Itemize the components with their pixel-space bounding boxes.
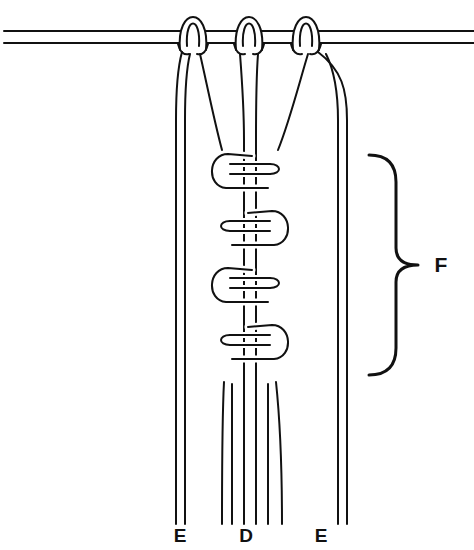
larks-head-inner <box>187 24 199 47</box>
knot-side-loop <box>221 335 230 345</box>
part-label: D <box>239 526 253 545</box>
larks-head-loop <box>293 17 320 50</box>
knot-side-loop <box>221 221 230 231</box>
part-label-holder: F <box>435 254 448 275</box>
larks-head-turn <box>234 44 245 54</box>
knot-bar <box>230 173 270 175</box>
larks-head-inner <box>243 24 255 47</box>
bracket <box>369 155 418 375</box>
knot-side-loop <box>270 278 279 288</box>
larks-head-turn <box>310 44 321 54</box>
part-label: E <box>315 526 328 545</box>
knot-bar <box>230 277 270 279</box>
knot-gap <box>230 285 270 291</box>
outer-cords <box>176 52 347 524</box>
working-cords <box>200 54 308 524</box>
square-knots <box>212 154 288 359</box>
knot-gap <box>230 218 270 224</box>
knot-gap <box>230 332 270 338</box>
knot-gap <box>230 161 270 167</box>
larks-head-turn <box>291 44 302 54</box>
knot-bar <box>230 230 270 232</box>
larks-head-turn <box>253 44 264 54</box>
larks-head-turn <box>178 44 189 54</box>
larks-head-inner <box>300 24 312 47</box>
knot-bar <box>230 334 270 336</box>
part-label-holder: E <box>174 526 187 545</box>
knot-bar <box>230 287 270 289</box>
knot-bar <box>230 344 270 346</box>
knot-bar <box>230 220 270 222</box>
knot-bar <box>230 163 270 165</box>
knot-side-loop <box>270 164 279 174</box>
larks-head-loop <box>180 17 207 50</box>
knot-gap <box>230 342 270 348</box>
knot-gap <box>230 228 270 234</box>
part-label: F <box>435 254 448 275</box>
part-label-holder: D <box>239 526 253 545</box>
larks-head-loop <box>236 17 263 50</box>
knot-gap <box>230 275 270 281</box>
larks-head-knots <box>178 17 321 54</box>
knot-gap <box>230 171 270 177</box>
part-label: E <box>174 526 187 545</box>
part-label-holder: E <box>315 526 328 545</box>
larks-head-turn <box>197 44 208 54</box>
